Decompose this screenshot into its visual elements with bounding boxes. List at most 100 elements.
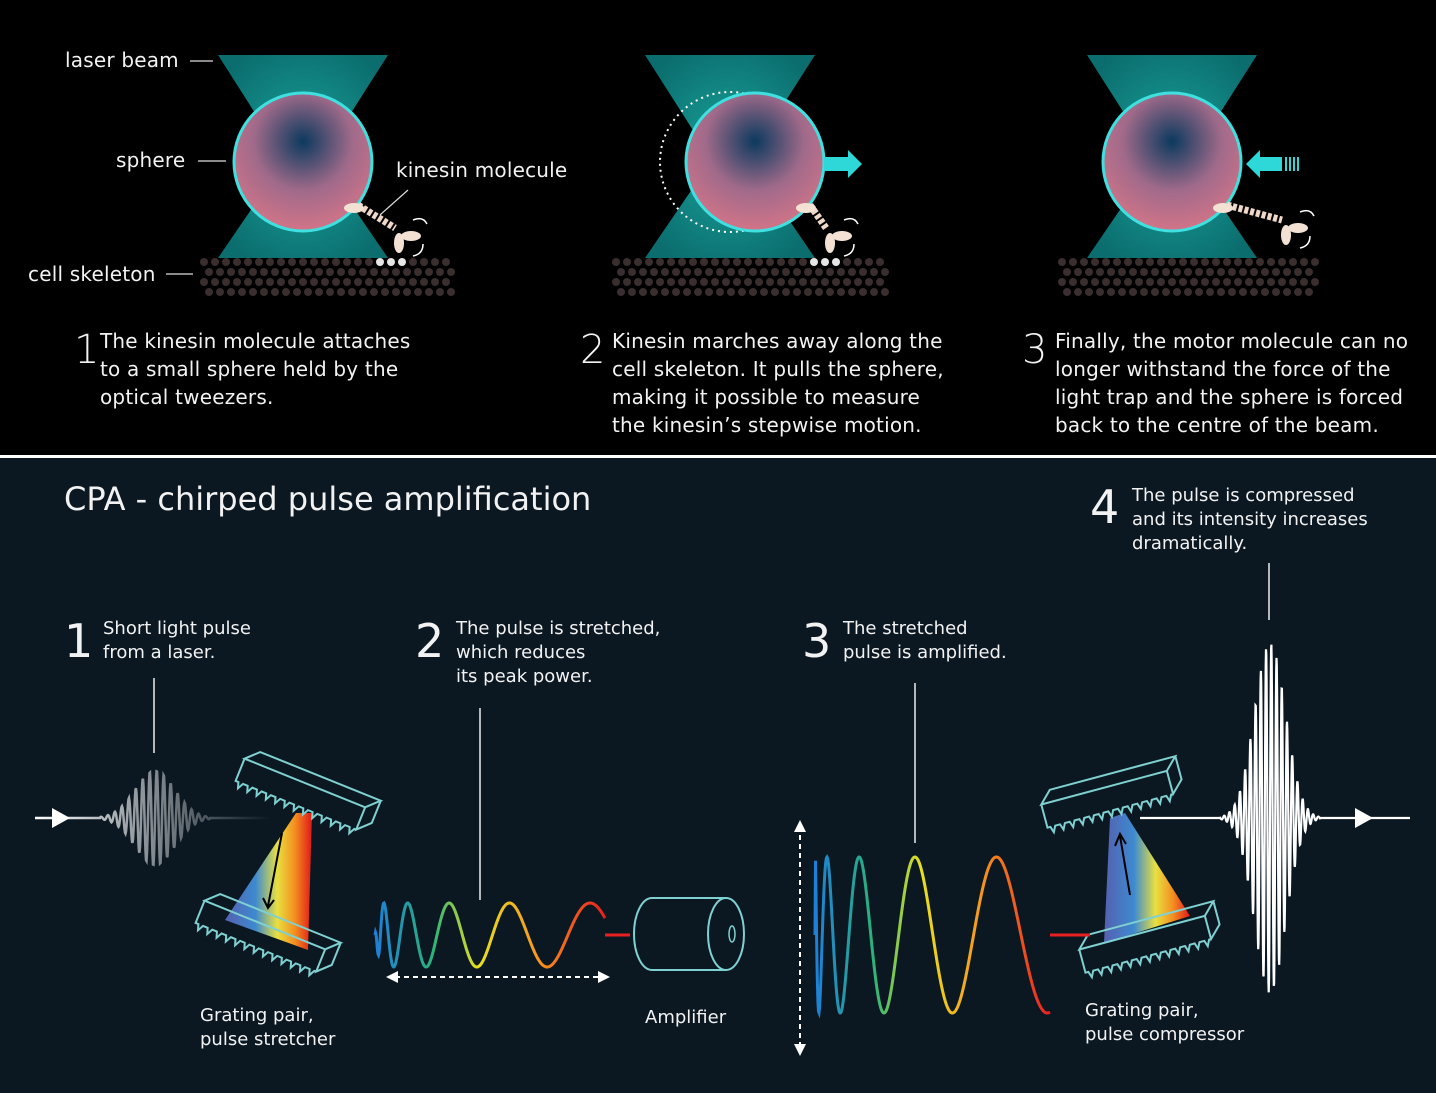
skeleton-dot	[1118, 288, 1126, 296]
skeleton-dot	[1250, 288, 1258, 296]
skeleton-dot	[365, 258, 373, 266]
input-pulse-wave	[35, 769, 270, 867]
skeleton-dot	[288, 278, 296, 286]
skeleton-dot	[799, 278, 807, 286]
skeleton-dot	[321, 278, 329, 286]
skeleton-dot	[1234, 278, 1242, 286]
skeleton-dot	[716, 268, 724, 276]
kinesin-tail	[344, 203, 364, 213]
skeleton-dot	[293, 268, 301, 276]
skeleton-dot	[1173, 288, 1181, 296]
skeleton-dot	[821, 278, 829, 286]
skeleton-dot	[1283, 268, 1291, 276]
skeleton-dot	[425, 288, 433, 296]
skeleton-dot	[354, 278, 362, 286]
skeleton-dot	[1063, 288, 1071, 296]
skeleton-dot	[233, 258, 241, 266]
top-step-1-text: The kinesin molecule attaches to a small…	[100, 329, 411, 409]
skeleton-dot	[1179, 278, 1187, 286]
cpa-title: CPA - chirped pulse amplification	[64, 480, 592, 518]
skeleton-dot	[1096, 268, 1104, 276]
skeleton-dot	[271, 288, 279, 296]
cpa-step-1-text: Short light pulse from a laser.	[103, 618, 251, 663]
skeleton-dot	[1201, 258, 1209, 266]
kinesin-leader	[379, 189, 409, 216]
skeleton-dot	[260, 268, 268, 276]
skeleton-dot	[1069, 258, 1077, 266]
amplified-pulse-wave	[813, 854, 1051, 1019]
skeleton-dot	[810, 278, 818, 286]
dispersed-spectrum	[225, 813, 312, 950]
skeleton-dot	[1267, 278, 1275, 286]
skeleton-dot	[1091, 278, 1099, 286]
skeleton-dot	[332, 278, 340, 286]
top-step-1-number: 1	[74, 327, 100, 373]
label-cell-skeleton: cell skeleton	[28, 262, 156, 286]
skeleton-dot	[1184, 288, 1192, 296]
skeleton-dot	[689, 278, 697, 286]
skeleton-dot	[1162, 268, 1170, 276]
skeleton-dot	[200, 278, 208, 286]
skeleton-dot	[282, 288, 290, 296]
skeleton-dot	[700, 278, 708, 286]
skeleton-dot	[832, 258, 840, 266]
skeleton-dot	[238, 268, 246, 276]
skeleton-dot	[436, 288, 444, 296]
skeleton-dot	[1272, 288, 1280, 296]
skeleton-dot	[332, 258, 340, 266]
skeleton-dot	[1239, 268, 1247, 276]
tweezers-panel-3	[1058, 55, 1319, 296]
skeleton-dot	[623, 258, 631, 266]
skeleton-dot	[420, 278, 428, 286]
skeleton-dot	[711, 258, 719, 266]
skeleton-dot	[1179, 258, 1187, 266]
skeleton-dot	[343, 278, 351, 286]
skeleton-dot	[1190, 258, 1198, 266]
label-laser-beam: laser beam	[65, 48, 179, 72]
skeleton-dot	[1058, 258, 1066, 266]
skeleton-dot	[656, 278, 664, 286]
skeleton-dot	[282, 268, 290, 276]
force-arrow-tail	[1289, 157, 1291, 171]
skeleton-dot	[1212, 258, 1220, 266]
skeleton-dot	[1080, 258, 1088, 266]
kinesin-stalk	[1226, 201, 1283, 224]
skeleton-dot	[398, 258, 406, 266]
skeleton-dot	[1058, 278, 1066, 286]
skeleton-dot	[1217, 288, 1225, 296]
skeleton-dot	[639, 288, 647, 296]
skeleton-dot	[326, 268, 334, 276]
cell-skeleton	[612, 258, 889, 296]
skeleton-dot	[392, 288, 400, 296]
skeleton-dot	[200, 258, 208, 266]
direction-arrow-icon	[1114, 831, 1131, 896]
skeleton-dot	[623, 278, 631, 286]
skeleton-dot	[672, 288, 680, 296]
skeleton-dot	[843, 278, 851, 286]
grating-teeth	[1040, 793, 1174, 835]
skeleton-dot	[447, 288, 455, 296]
skeleton-dot	[782, 288, 790, 296]
skeleton-dot	[1135, 278, 1143, 286]
skeleton-dot	[365, 278, 373, 286]
skeleton-dot	[321, 258, 329, 266]
amplifier-cylinder	[633, 897, 726, 971]
skeleton-dot	[348, 268, 356, 276]
skeleton-dot	[409, 278, 417, 286]
skeleton-dot	[310, 258, 318, 266]
skeleton-dot	[425, 268, 433, 276]
skeleton-dot	[854, 258, 862, 266]
skeleton-dot	[1162, 288, 1170, 296]
tweezers-panel-1	[200, 55, 455, 296]
skeleton-dot	[650, 288, 658, 296]
skeleton-dot	[1212, 278, 1220, 286]
skeleton-dot	[854, 278, 862, 286]
skeleton-dot	[1157, 258, 1165, 266]
sphere	[1101, 91, 1243, 233]
skeleton-dot	[744, 258, 752, 266]
skeleton-dot	[1173, 268, 1181, 276]
skeleton-dot	[656, 258, 664, 266]
skeleton-dot	[1223, 258, 1231, 266]
skeleton-dot	[865, 258, 873, 266]
skeleton-dot	[727, 288, 735, 296]
